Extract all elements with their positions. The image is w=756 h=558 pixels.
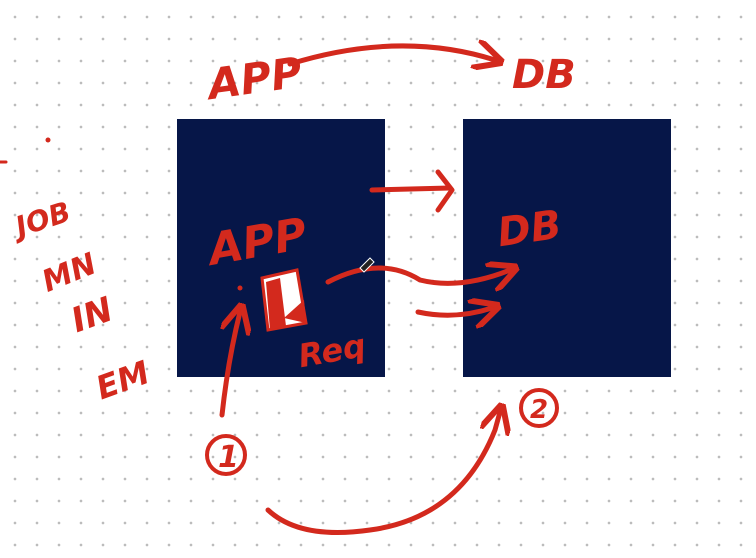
box-connector-arrow-top-head xyxy=(435,169,455,213)
request-arrow-2 xyxy=(415,308,492,315)
bottom-return-arrow xyxy=(265,412,500,535)
app-box xyxy=(177,119,385,377)
db-box xyxy=(463,119,671,377)
top-db-label: DB xyxy=(512,52,576,98)
request-arrow-1 xyxy=(325,268,510,283)
box-connector-arrow-top xyxy=(369,185,453,193)
pointer-dot xyxy=(237,285,243,291)
top-app-label: APP xyxy=(202,48,305,110)
step-one-number: 1 xyxy=(218,440,239,475)
pen-cursor-icon xyxy=(359,257,375,273)
side-note-1: JOB xyxy=(7,195,75,245)
step-one-circle xyxy=(205,434,247,476)
side-note-2: MN xyxy=(37,247,101,300)
side-note-4: EM xyxy=(91,353,155,407)
step-two-circle xyxy=(519,388,559,428)
box-db-label: DB xyxy=(495,202,564,256)
step-two-number: 2 xyxy=(530,395,548,425)
user-to-app-arrow xyxy=(219,312,240,418)
side-note-3: IN xyxy=(66,289,118,341)
top-app-to-db-arrow xyxy=(287,46,495,64)
